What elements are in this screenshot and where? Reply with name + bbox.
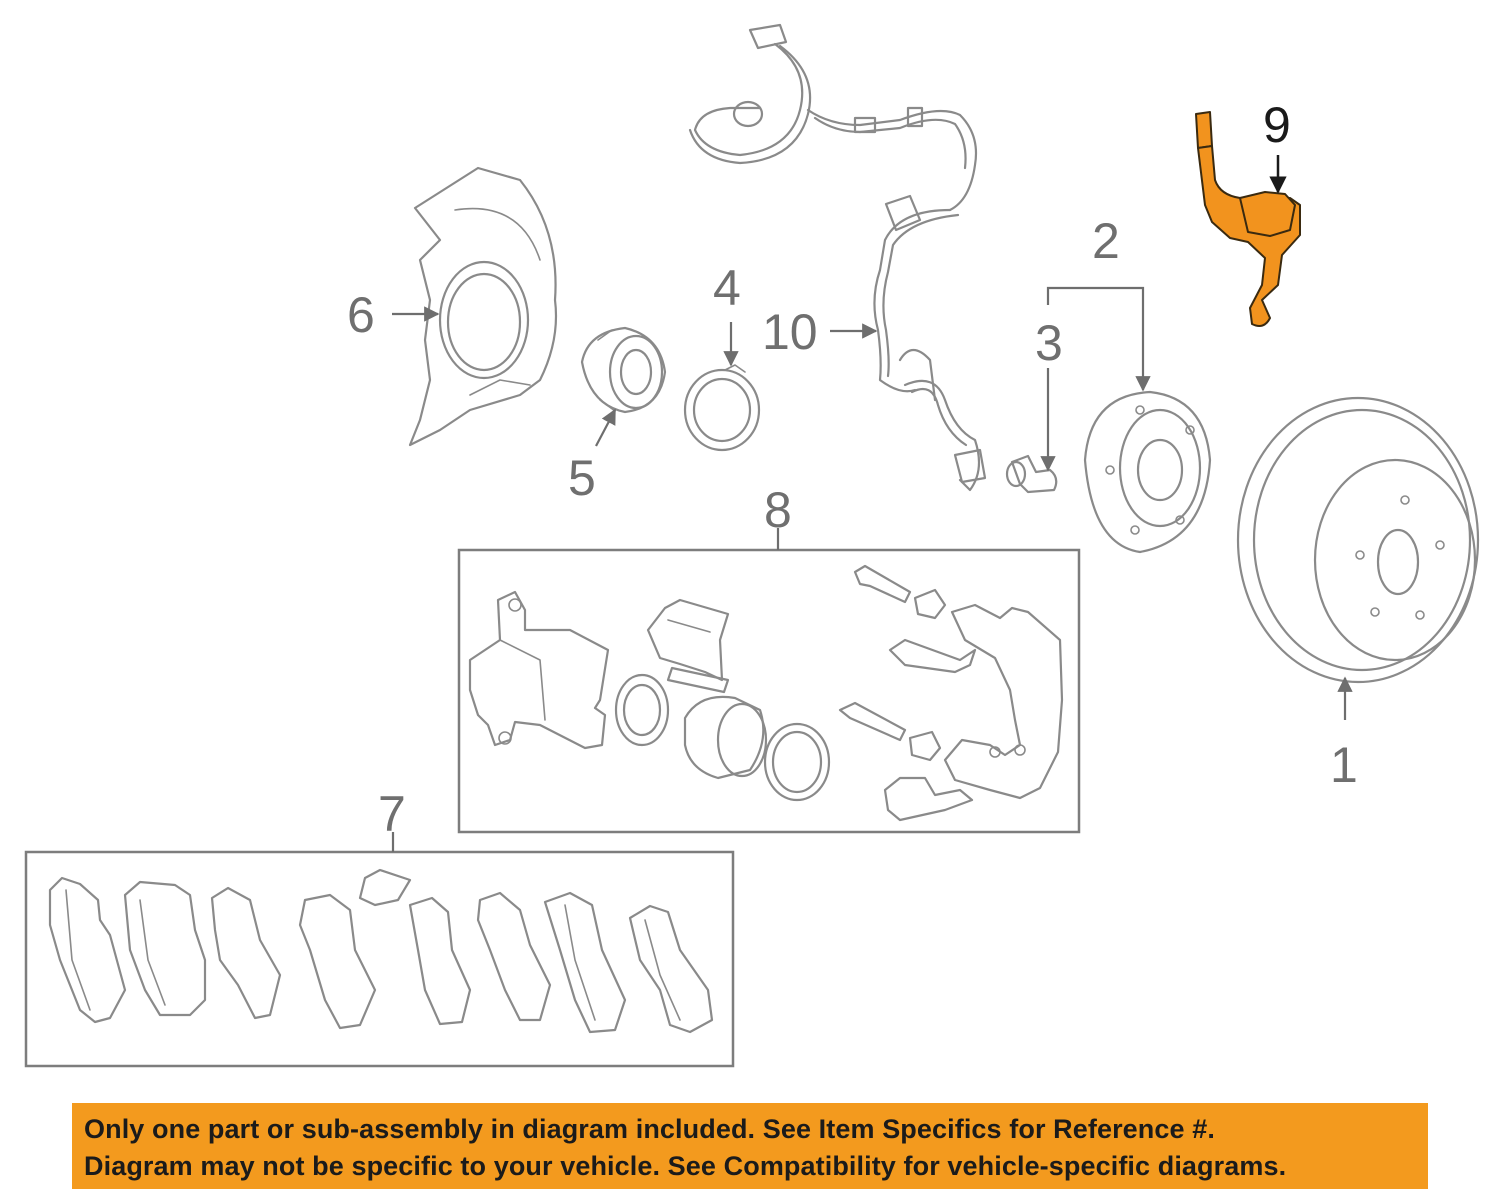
callout-1: 1	[1330, 737, 1358, 793]
caliper-assembly-box	[457, 548, 1081, 834]
abs-sensor-part-highlighted	[1195, 111, 1301, 327]
brake-rotor-part	[1236, 396, 1480, 684]
callout-10: 10	[762, 304, 818, 360]
disclaimer-line-2: Diagram may not be specific to your vehi…	[84, 1151, 1287, 1181]
callout-3: 3	[1035, 315, 1063, 371]
splash-shield-part	[408, 166, 558, 447]
caliper-assembly-parts	[468, 564, 1064, 822]
callout-5: 5	[568, 450, 596, 506]
disclaimer-banner: Only one part or sub-assembly in diagram…	[72, 1103, 1428, 1189]
callout-8: 8	[764, 482, 792, 538]
leader-2	[1046, 286, 1151, 392]
callout-6: 6	[347, 287, 375, 343]
callout-4: 4	[713, 260, 741, 316]
brake-pads-box	[24, 850, 735, 1068]
callout-7: 7	[378, 786, 406, 842]
disclaimer-line-1: Only one part or sub-assembly in diagram…	[84, 1114, 1215, 1144]
wheel-bearing-part	[580, 326, 667, 414]
leader-5	[595, 408, 616, 447]
brake-pads-parts	[48, 868, 714, 1034]
wheel-hub-part	[1083, 390, 1212, 554]
callout-2: 2	[1092, 213, 1120, 269]
callout-9: 9	[1263, 97, 1291, 153]
snap-ring-part	[683, 364, 761, 452]
abs-wire-harness-part	[688, 23, 987, 492]
